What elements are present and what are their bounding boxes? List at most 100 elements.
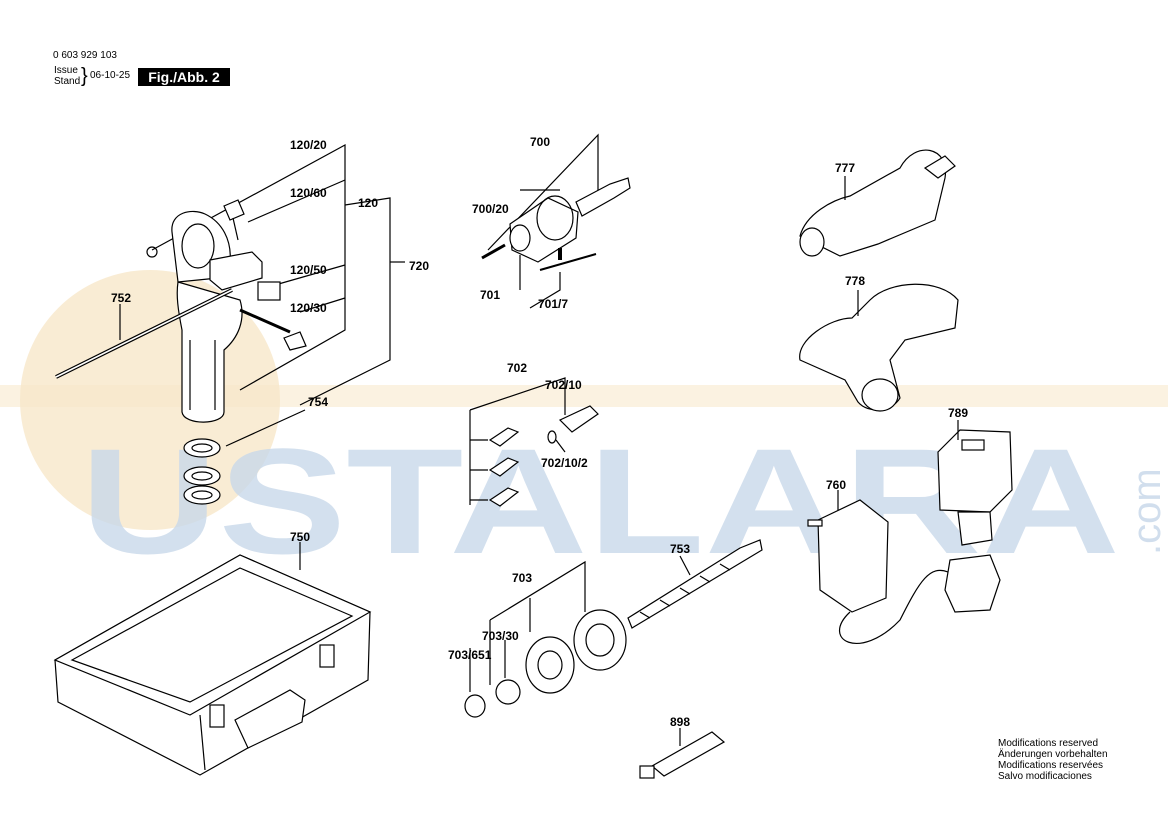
disc-large-hub (585, 623, 615, 657)
note-line: Modifications reserved (998, 738, 1099, 749)
callout-750: 750 (290, 530, 310, 544)
callout-703-30: 703/30 (482, 629, 519, 643)
battery-top (961, 439, 985, 451)
drill-bit (627, 539, 763, 629)
header-brace: } (81, 65, 88, 87)
case-lid (53, 554, 372, 716)
modification-notes: Modifications reserved Änderungen vorbeh… (998, 738, 1108, 782)
clamp-ring-hole (181, 223, 215, 269)
callout-789: 789 (948, 406, 968, 420)
callout-778: 778 (845, 274, 865, 288)
battery-stem (957, 511, 993, 546)
case-edge (199, 714, 206, 771)
chuck-assembly (481, 133, 631, 309)
callout-703: 703 (512, 571, 532, 585)
callout-752: 752 (111, 291, 131, 305)
wing-screw-shaft (232, 217, 239, 241)
grease-tube (639, 728, 726, 779)
figure-label: Fig./Abb. 2 (138, 68, 230, 86)
callout-700: 700 (530, 135, 550, 149)
leader-754 (225, 409, 306, 447)
sds-adaptor (575, 177, 631, 217)
callout-120-60: 120/60 (290, 186, 327, 200)
callout-777: 777 (835, 161, 855, 175)
bit-holder (558, 405, 599, 433)
callout-702-10-2: 702/10/2 (541, 456, 588, 470)
grease-tube-cap (639, 765, 655, 779)
dust-cap-inner (191, 443, 213, 453)
bit (488, 427, 520, 447)
drill-bit-body (627, 539, 763, 629)
bracket-720 (299, 197, 391, 406)
spacer (495, 679, 521, 705)
charger-body (817, 499, 889, 613)
bracket-703 (489, 560, 586, 621)
disc-large (573, 609, 627, 671)
small-washer (146, 246, 158, 258)
bolt-knob (283, 331, 307, 351)
callout-720: 720 (409, 259, 429, 273)
drill-bit-flutes (639, 563, 731, 619)
attachment-777-nose (799, 227, 825, 257)
callout-120-50: 120/50 (290, 263, 327, 277)
dust-cap-inner (191, 490, 213, 500)
dust-cap (183, 438, 221, 458)
bit (488, 487, 520, 507)
note-line: Änderungen vorbehalten (998, 749, 1108, 760)
case-latch (319, 644, 335, 668)
leader-753 (679, 555, 691, 576)
clamp-block (209, 251, 263, 291)
leader-701-7 (529, 272, 561, 309)
depth-gauge-set (464, 560, 627, 718)
callout-120-20: 120/20 (290, 138, 327, 152)
carrying-case (53, 542, 372, 776)
angle-attachments (799, 149, 959, 412)
bracket-700 (487, 133, 599, 251)
callout-120-30: 120/30 (290, 301, 327, 315)
handle-body (176, 281, 243, 423)
chuck-screw (481, 243, 506, 260)
issue-label: Issue (54, 65, 78, 76)
callout-754: 754 (308, 395, 328, 409)
note-line: Modifications reservées (998, 760, 1104, 771)
charger-cable (838, 569, 949, 644)
watermark-suffix: .com (1125, 468, 1168, 555)
callout-701-7: 701/7 (538, 297, 568, 311)
leader-120-30 (299, 297, 346, 313)
part-number: 0 603 929 103 (53, 50, 117, 61)
callout-760: 760 (826, 478, 846, 492)
case-handle (234, 689, 306, 749)
chuck-collar (536, 195, 574, 241)
depth-stop-rod-inner (55, 289, 233, 378)
callout-702-10: 702/10 (545, 378, 582, 392)
screwdriver-bits (469, 377, 599, 507)
bit (488, 457, 520, 477)
case-latch (209, 704, 225, 728)
callout-120: 120 (358, 196, 378, 210)
bracket-702 (469, 377, 566, 415)
leader-120-60 (247, 179, 346, 223)
watermark: USTALARA .com (0, 270, 1168, 585)
header-date: 06-10-25 (90, 70, 131, 81)
callout-898: 898 (670, 715, 690, 729)
attachment-777 (799, 149, 946, 257)
callout-703-651: 703/651 (448, 648, 492, 662)
retaining-ring (547, 430, 557, 444)
wing-screw (223, 199, 245, 221)
dust-cap (183, 485, 221, 505)
chuck-jaws (509, 224, 531, 252)
attachment-778-chuck (861, 378, 899, 412)
chuck-key-handle (539, 253, 597, 271)
callout-702: 702 (507, 361, 527, 375)
grease-tube-body (650, 731, 726, 777)
callout-700-20: 700/20 (472, 202, 509, 216)
stand-label: Stand (54, 76, 81, 87)
leader-120-50 (274, 264, 346, 286)
attachment-777-lever (923, 155, 956, 179)
long-bolt (239, 308, 291, 334)
toothed-disc-hub (537, 650, 563, 680)
bracket-120-20 (151, 143, 346, 391)
callout-701: 701 (480, 288, 500, 302)
